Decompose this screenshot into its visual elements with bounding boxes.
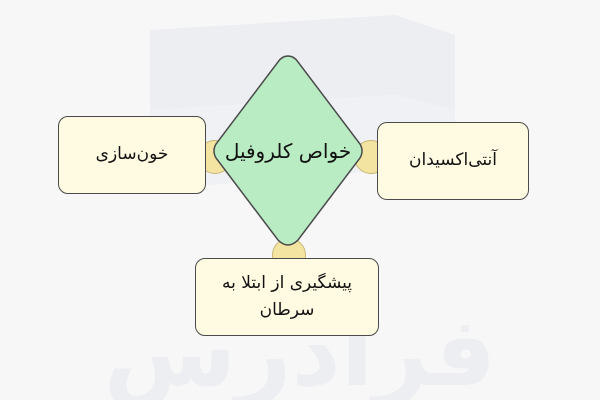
- node-antioxidant-label: آنتی‌اکسیدان: [409, 150, 497, 171]
- node-cancer-prevention-label: پیشگیری از ابتلا به سرطان: [222, 272, 352, 320]
- center-node-label: خواص کلروفیل: [224, 139, 352, 163]
- center-diamond: [213, 55, 363, 246]
- node-blood-production-label: خون‌سازی: [95, 144, 169, 165]
- node-antioxidant: آنتی‌اکسیدان: [377, 122, 529, 200]
- node-cancer-prevention: پیشگیری از ابتلا به سرطان: [195, 258, 379, 336]
- node-blood-production: خون‌سازی: [58, 116, 206, 194]
- center-node: خواص کلروفیل: [210, 52, 366, 250]
